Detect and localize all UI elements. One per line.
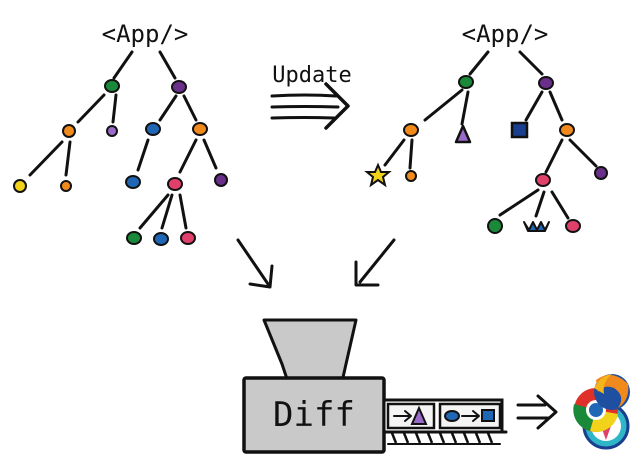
left-node-purple bbox=[171, 80, 187, 94]
patch-circle-icon bbox=[444, 410, 460, 422]
firefox-browser-icon bbox=[594, 374, 630, 410]
left-tree-root-label: <App/> bbox=[102, 20, 189, 48]
right-node-orange bbox=[403, 123, 419, 137]
left-node-orange bbox=[62, 124, 76, 138]
right-tree-root-label: <App/> bbox=[462, 20, 549, 48]
browser-logos bbox=[573, 374, 630, 450]
left-node-orange bbox=[192, 122, 208, 136]
patch-triangle-icon bbox=[410, 405, 428, 425]
diff-machine-label: Diff bbox=[273, 395, 355, 435]
output-arrow bbox=[516, 394, 558, 430]
patch-box-triangle bbox=[386, 402, 436, 430]
left-tree-edges bbox=[28, 50, 218, 230]
left-node-green bbox=[104, 79, 120, 93]
right-node-zigzag-icon bbox=[523, 221, 550, 232]
left-tree: <App/> bbox=[13, 20, 228, 246]
update-arrow-head-icon bbox=[324, 82, 350, 130]
left-node-pink bbox=[167, 177, 183, 191]
right-node-square-icon bbox=[510, 121, 529, 139]
conveyor-belt-treads bbox=[390, 432, 494, 444]
patch-square-icon bbox=[481, 409, 495, 422]
left-node-blue bbox=[145, 122, 161, 136]
patch-box-square bbox=[438, 402, 502, 430]
diff-machine: Diff bbox=[242, 318, 386, 454]
right-node-orange bbox=[559, 123, 575, 137]
left-node-green bbox=[126, 231, 142, 245]
left-node-lavender bbox=[106, 125, 118, 137]
right-node-orange bbox=[405, 170, 417, 182]
left-node-pink bbox=[180, 231, 196, 245]
patch-arrow-icon bbox=[393, 410, 412, 422]
left-node-blue bbox=[153, 232, 169, 246]
patch-arrow-icon bbox=[461, 410, 480, 422]
left-down-arrow bbox=[236, 238, 274, 289]
conveyor-belt bbox=[382, 398, 508, 445]
right-node-purple bbox=[594, 166, 608, 180]
update-label: Update bbox=[272, 63, 351, 88]
right-tree: <App/> bbox=[364, 20, 608, 234]
right-node-purple bbox=[538, 76, 554, 90]
left-node-blue bbox=[125, 175, 141, 189]
right-node-star-icon bbox=[364, 162, 392, 188]
right-down-arrow bbox=[354, 238, 396, 287]
right-node-triangle-icon bbox=[454, 124, 472, 144]
right-node-pink bbox=[565, 219, 581, 233]
left-node-yellow bbox=[13, 179, 27, 193]
left-node-purple bbox=[214, 173, 228, 187]
right-node-green bbox=[487, 218, 503, 234]
right-node-pink bbox=[535, 173, 551, 187]
right-tree-edges bbox=[383, 50, 598, 220]
diff-hopper bbox=[262, 318, 358, 384]
left-node-orange bbox=[60, 180, 72, 192]
right-node-green bbox=[458, 75, 474, 89]
update-arrow: Update bbox=[270, 63, 352, 130]
